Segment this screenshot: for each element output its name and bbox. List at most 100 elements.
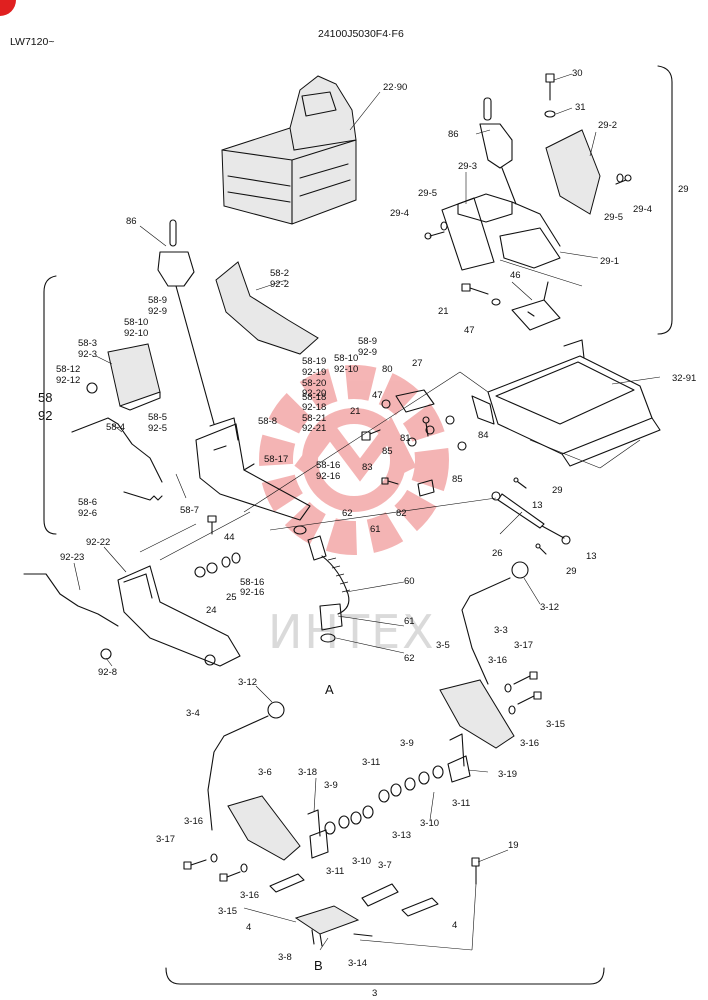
label-3-11-lower: 3-11 bbox=[326, 866, 344, 877]
block-80 bbox=[425, 425, 435, 435]
knob-58-12 bbox=[86, 382, 98, 394]
label-47-lower: 47 bbox=[372, 390, 383, 401]
corner-badge-icon bbox=[0, 0, 16, 16]
watermark-gear-icon bbox=[259, 365, 449, 555]
label-85-a: 85 bbox=[382, 446, 393, 457]
label-92-16-upper: 92-16 bbox=[316, 471, 340, 482]
pedal-base-3-8 bbox=[294, 905, 360, 935]
bolt-21-upper bbox=[461, 283, 489, 295]
label-58-16-upper: 58-16 bbox=[316, 460, 340, 471]
label-84: 84 bbox=[478, 430, 489, 441]
label-46: 46 bbox=[510, 270, 521, 281]
label-61-upper: 61 bbox=[370, 524, 381, 535]
bolt-21-lower bbox=[361, 429, 381, 441]
pedal-rod-3-3 bbox=[461, 577, 511, 685]
label-58-9-right: 58-9 bbox=[358, 336, 377, 347]
joystick-lever-86-upper bbox=[479, 97, 517, 205]
pedal-3-5 bbox=[439, 679, 515, 749]
label-3-5: 3-5 bbox=[436, 640, 450, 651]
link-rod-58-4 bbox=[71, 417, 163, 483]
label-92-9-left: 92-9 bbox=[148, 306, 167, 317]
label-80: 80 bbox=[382, 364, 393, 375]
joystick-lever-86-lower bbox=[157, 219, 215, 425]
label-29-3: 29-3 bbox=[458, 161, 477, 172]
label-92-20: 92-20 bbox=[302, 388, 326, 399]
nut-24-a bbox=[194, 566, 206, 578]
spring-58-6 bbox=[123, 491, 163, 501]
label-29-5-right: 29-5 bbox=[604, 212, 623, 223]
label-3-16-upper-a: 3-16 bbox=[488, 655, 507, 666]
model-range-label: LW7120~ bbox=[10, 36, 54, 48]
label-86-upper: 86 bbox=[448, 129, 459, 140]
washer-3-16-lower-a bbox=[210, 853, 218, 863]
label-92-5: 92-5 bbox=[148, 423, 167, 434]
label-3-4: 3-4 bbox=[186, 708, 200, 719]
gas-spring-26 bbox=[491, 491, 571, 545]
washer-85-b bbox=[457, 441, 467, 451]
label-30: 30 bbox=[572, 68, 583, 79]
bolt-3-17-upper bbox=[513, 671, 538, 685]
label-3-3: 3-3 bbox=[494, 625, 508, 636]
label-4-right: 4 bbox=[452, 920, 457, 931]
lever-bracket-92-22 bbox=[117, 565, 241, 667]
label-92-10-left: 92-10 bbox=[124, 328, 148, 339]
label-3-7: 3-7 bbox=[378, 860, 392, 871]
ring-58-16-lower bbox=[231, 552, 241, 564]
label-3-16-upper-b: 3-16 bbox=[520, 738, 539, 749]
label-29-lower-pin: 29 bbox=[566, 566, 577, 577]
cover-58-2 bbox=[215, 261, 319, 355]
label-leader-lines bbox=[73, 73, 661, 951]
label-3-16-lower-b: 3-16 bbox=[240, 890, 259, 901]
label-21-lower: 21 bbox=[350, 406, 361, 417]
label-3-12-lower: 3-12 bbox=[238, 677, 257, 688]
label-92-22: 92-22 bbox=[86, 537, 110, 548]
label-3-8: 3-8 bbox=[278, 952, 292, 963]
label-58-18: 58-18 bbox=[302, 392, 326, 403]
label-29-4-right: 29-4 bbox=[633, 204, 652, 215]
group-58-92-bracket bbox=[43, 275, 57, 535]
label-47-upper: 47 bbox=[464, 325, 475, 336]
label-58-21: 58-21 bbox=[302, 413, 326, 424]
shaft-3-7 bbox=[361, 883, 399, 907]
cover-29-2 bbox=[545, 129, 601, 215]
bolt-83 bbox=[381, 477, 399, 485]
label-58-3: 58-3 bbox=[78, 338, 97, 349]
label-82: 82 bbox=[396, 508, 407, 519]
label-58-2: 58-2 bbox=[270, 268, 289, 279]
label-58-17: 58-17 bbox=[264, 454, 288, 465]
bushing-row-upper bbox=[378, 733, 471, 803]
label-92-10-right: 92-10 bbox=[334, 364, 358, 375]
washer-29-5-left bbox=[440, 221, 448, 231]
label-3-9-lower: 3-9 bbox=[324, 780, 338, 791]
knob-3-12-upper bbox=[511, 561, 529, 579]
pin-3-14 bbox=[353, 933, 373, 937]
label-29-upper-pin: 29 bbox=[552, 485, 563, 496]
washer-47-lower bbox=[381, 399, 391, 409]
label-3-13: 3-13 bbox=[392, 830, 411, 841]
label-3-9-upper: 3-9 bbox=[400, 738, 414, 749]
washer-29-5-right bbox=[616, 173, 624, 183]
clamp-62-lower bbox=[320, 633, 336, 643]
label-27: 27 bbox=[412, 358, 423, 369]
bolt-30 bbox=[545, 73, 555, 101]
label-92-16-lower: 92-16 bbox=[240, 587, 264, 598]
lever-bracket-58 bbox=[195, 417, 311, 521]
label-4-left: 4 bbox=[246, 922, 251, 933]
label-44: 44 bbox=[224, 532, 235, 543]
label-3-17-upper: 3-17 bbox=[514, 640, 533, 651]
bolt-3-15-lower bbox=[219, 871, 241, 882]
nut-92-8 bbox=[100, 648, 112, 660]
label-92-21: 92-21 bbox=[302, 423, 326, 434]
label-58-8: 58-8 bbox=[258, 416, 277, 427]
label-29-group: 29 bbox=[678, 184, 689, 195]
label-3-11-right: 3-11 bbox=[452, 798, 470, 809]
bracket-46 bbox=[511, 299, 561, 331]
label-3-11-upper: 3-11 bbox=[362, 757, 380, 768]
label-92-3: 92-3 bbox=[78, 349, 97, 360]
label-29-1: 29-1 bbox=[600, 256, 619, 267]
pin-29-lower bbox=[535, 543, 547, 555]
label-32-91: 32-91 bbox=[672, 373, 696, 384]
label-61-lower: 61 bbox=[404, 616, 415, 627]
label-19: 19 bbox=[508, 840, 519, 851]
